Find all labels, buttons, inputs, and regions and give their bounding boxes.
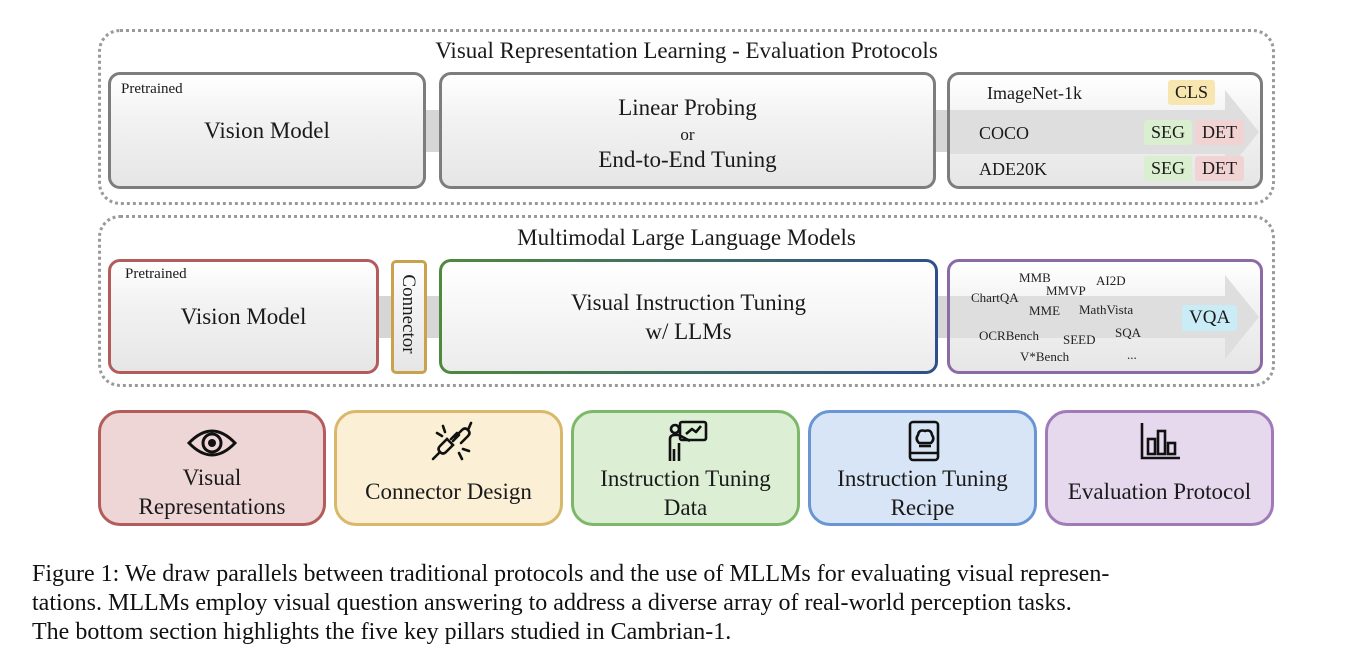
det-tag: DET	[1195, 120, 1244, 145]
vision-model-label: Vision Model	[180, 304, 307, 329]
cls-tag: CLS	[1168, 80, 1216, 105]
mllm-section-frame	[98, 215, 1275, 387]
recipe-book-icon	[908, 420, 940, 462]
pillar-evaluation-protocol: Evaluation Protocol	[1045, 410, 1274, 526]
pillar-label: Connector Design	[365, 479, 532, 504]
top-vision-model-box: Pretrained Vision Model	[108, 72, 426, 189]
bar-chart-icon	[1140, 423, 1180, 460]
mllm-output-arrow	[950, 275, 1259, 359]
dataset-coco: COCO	[979, 123, 1030, 143]
pillar-instruction-tuning-recipe: Instruction Tuning Recipe	[808, 410, 1037, 526]
or-label: or	[680, 125, 695, 144]
pillar-label: Visual Representations	[138, 465, 286, 519]
datasets-box: ImageNet-1k CLS COCO SEG DET ADE20K SEG …	[947, 72, 1263, 189]
pretrained-tag: Pretrained	[125, 266, 187, 282]
vqa-tag: VQA	[1182, 305, 1238, 331]
seg-tag: SEG	[1144, 120, 1193, 145]
figure-caption: Figure 1: We draw parallels between trad…	[32, 560, 1352, 647]
caption-line: Figure 1: We draw parallels between trad…	[32, 561, 1110, 587]
benchmarks-box: MMB AI2D MMVP ChartQA MME MathVista OCRB…	[947, 259, 1263, 374]
visual-instruction-tuning-label: Visual Instruction Tuning	[570, 290, 807, 315]
pillar-visual-representations: Visual Representations	[98, 410, 326, 526]
pillar-connector-design: Connector Design	[334, 410, 563, 526]
pretrained-tag: Pretrained	[121, 81, 183, 97]
det-tag: DET	[1195, 156, 1244, 181]
benchmark-seed: SEED	[1063, 332, 1096, 347]
visual-instruction-tuning-box: Visual Instruction Tuning w/ LLMs	[439, 259, 938, 374]
benchmark-sqa: SQA	[1115, 325, 1142, 340]
dataset-ade20k: ADE20K	[979, 159, 1047, 179]
mllm-section-title: Multimodal Large Language Models	[517, 225, 856, 250]
eye-icon	[186, 429, 238, 457]
vision-model-label: Vision Model	[204, 118, 330, 143]
benchmark-mme: MME	[1029, 303, 1061, 318]
pillar-label: Evaluation Protocol	[1067, 479, 1252, 504]
dataset-imagenet: ImageNet-1k	[987, 83, 1082, 103]
benchmark-ocrbench: OCRBench	[979, 328, 1039, 343]
end-to-end-tuning-label: End-to-End Tuning	[598, 147, 777, 172]
seg-tag: SEG	[1144, 156, 1193, 181]
with-llms-label: w/ LLMs	[645, 319, 732, 344]
benchmark-mmb: MMB	[1019, 270, 1051, 285]
caption-line: The bottom section highlights the five k…	[32, 619, 732, 645]
teacher-icon	[668, 420, 708, 461]
benchmark-vstar-bench: V*Bench	[1020, 349, 1070, 364]
linear-probing-box: Linear Probing or End-to-End Tuning	[439, 72, 936, 189]
pillar-label: Instruction Tuning Recipe	[837, 466, 1008, 520]
top-section-frame	[98, 29, 1275, 205]
connector-box: Connector	[391, 260, 427, 374]
pillar-instruction-tuning-data: Instruction Tuning Data	[571, 410, 800, 526]
top-section-title: Visual Representation Learning - Evaluat…	[435, 38, 938, 63]
benchmark-mmvp: MMVP	[1046, 283, 1086, 298]
connector-label: Connector	[398, 274, 419, 354]
plug-icon	[431, 421, 473, 461]
benchmark-more: ...	[1127, 347, 1137, 362]
benchmark-mathvista: MathVista	[1079, 302, 1134, 317]
benchmark-ai2d: AI2D	[1096, 273, 1126, 288]
benchmark-chartqa: ChartQA	[971, 290, 1019, 305]
pillar-label: Instruction Tuning Data	[600, 466, 771, 520]
linear-probing-label: Linear Probing	[618, 95, 757, 120]
mllm-vision-model-box: Pretrained Vision Model	[108, 259, 379, 374]
top-output-arrow	[950, 90, 1259, 174]
caption-line: tations. MLLMs employ visual question an…	[32, 590, 1072, 616]
